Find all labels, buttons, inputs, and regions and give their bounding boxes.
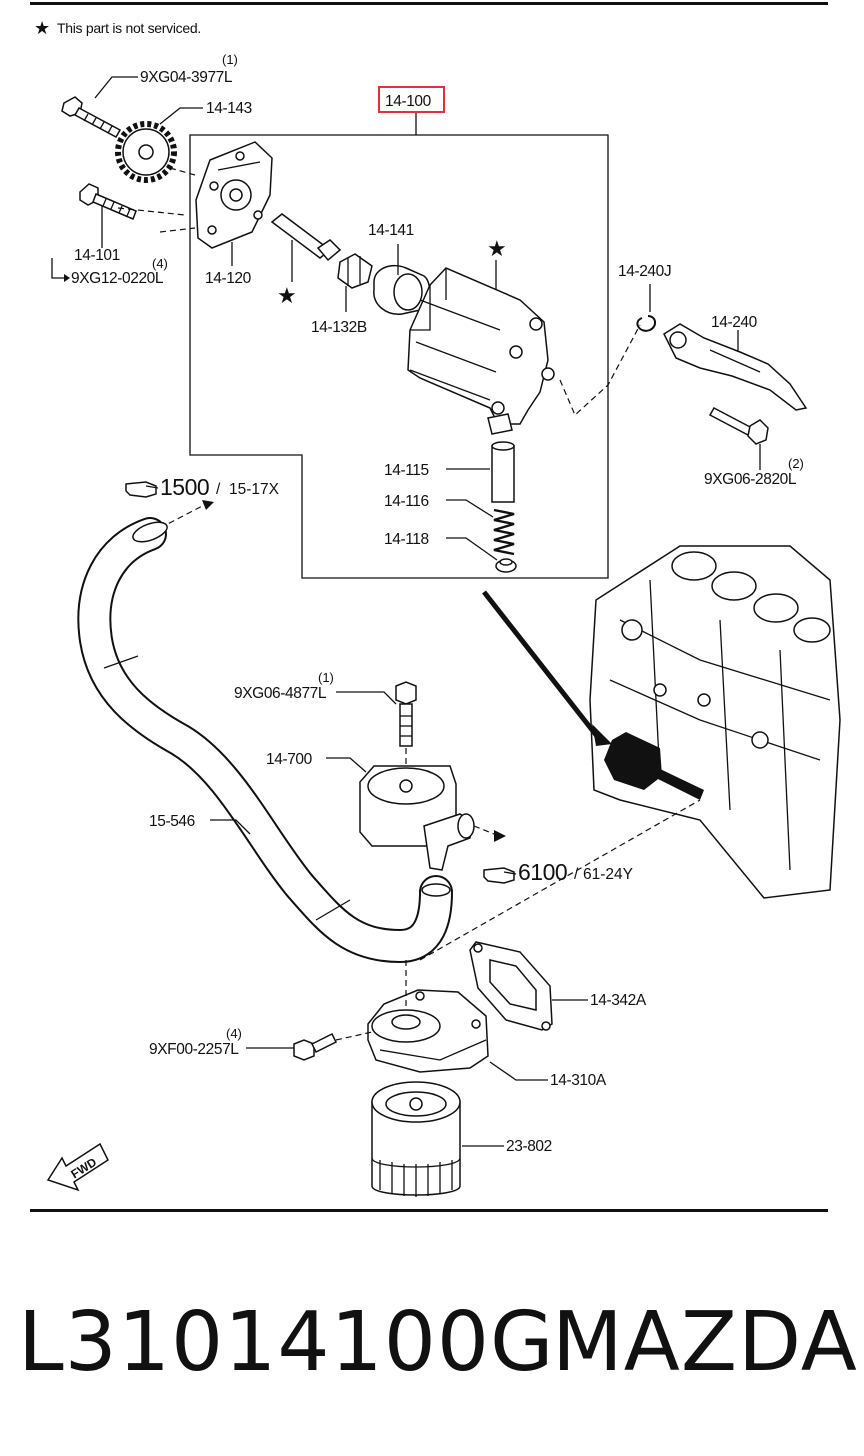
footer-part-number: L31014100G xyxy=(18,1295,555,1390)
ref-slash-6100: / xyxy=(574,866,579,883)
clip-14-240j-icon xyxy=(636,315,656,332)
oil-cooler-14-700-icon xyxy=(359,765,475,871)
ref-61-24y: 61-24Y xyxy=(583,866,633,883)
label-14-342a: 14-342A xyxy=(590,992,647,1009)
plunger-14-115-icon xyxy=(491,441,515,503)
label-14-118: 14-118 xyxy=(384,531,429,548)
hand-pointer-icon xyxy=(483,867,517,884)
qty-9xg12-0220l: (4) xyxy=(152,256,168,271)
star-icon: ★ xyxy=(34,18,50,38)
assembly-frame xyxy=(189,134,609,579)
oil-pump-body-icon xyxy=(407,267,555,435)
bolt-14-101-icon xyxy=(79,183,137,220)
sprocket-14-143-icon xyxy=(115,121,177,183)
star-icon: ★ xyxy=(277,283,297,308)
ref-1500: 1500 xyxy=(160,474,209,500)
hand-pointer-icon xyxy=(125,481,159,498)
label-14-132b: 14-132B xyxy=(311,319,367,336)
label-14-240j: 14-240J xyxy=(618,263,671,280)
oil-hose-15-546-icon xyxy=(77,517,453,964)
pump-shaft-icon xyxy=(270,213,342,262)
label-9xf00-2257l: 9XF00-2257L xyxy=(149,1041,239,1058)
spring-14-116-icon xyxy=(493,508,515,556)
label-23-802: 23-802 xyxy=(506,1138,552,1155)
filter-body-14-310a-icon xyxy=(367,989,489,1073)
label-14-120: 14-120 xyxy=(205,270,252,287)
top-rule xyxy=(30,2,828,5)
qty-9xg06-4877l: (1) xyxy=(318,670,334,685)
bolt-9xf00-2257l-icon xyxy=(293,1032,338,1061)
label-9xg06-4877l: 9XG06-4877L xyxy=(234,685,327,702)
label-15-546: 15-546 xyxy=(149,813,195,830)
bolt-9xg06-4877l-icon xyxy=(395,681,417,747)
bolt-9xg06-2820l-icon xyxy=(708,406,769,445)
label-9xg04-3977l: 9XG04-3977L xyxy=(140,69,233,86)
label-14-143: 14-143 xyxy=(206,100,252,117)
label-14-700: 14-700 xyxy=(266,751,313,768)
footer-brand: MAZDA xyxy=(552,1295,858,1390)
label-14-101: 14-101 xyxy=(74,247,120,264)
pump-cover-14-120-icon xyxy=(195,141,273,249)
label-14-116: 14-116 xyxy=(384,493,429,510)
star-icon: ★ xyxy=(487,236,507,261)
label-9xg12-0220l: 9XG12-0220L xyxy=(71,270,164,287)
outer-rotor-14-141-icon xyxy=(373,264,431,315)
rotor-14-132b-icon xyxy=(337,253,373,289)
label-14-240: 14-240 xyxy=(711,314,758,331)
highlight-box xyxy=(378,86,445,113)
bolt-9xg04-3977l-icon xyxy=(61,96,122,139)
label-14-141: 14-141 xyxy=(368,222,414,239)
not-serviced-note: This part is not serviced. xyxy=(57,20,201,36)
qty-9xg04-3977l: (1) xyxy=(222,52,238,67)
fwd-arrow-icon: FWD xyxy=(46,1142,109,1192)
oil-filter-23-802-icon xyxy=(371,1081,461,1197)
tensioner-arm-14-240-icon xyxy=(663,323,808,411)
engine-block-icon xyxy=(589,545,841,899)
bottom-rule xyxy=(30,1209,828,1212)
label-14-115: 14-115 xyxy=(384,462,429,479)
ref-slash-1500: / xyxy=(216,481,221,498)
gasket-14-342a-icon xyxy=(469,941,553,1031)
qty-9xf00-2257l: (4) xyxy=(226,1026,242,1041)
label-14-310a: 14-310A xyxy=(550,1072,607,1089)
ref-15-17x: 15-17X xyxy=(229,481,280,498)
label-14-100: 14-100 xyxy=(385,93,432,110)
ref-6100: 6100 xyxy=(518,859,567,885)
qty-9xg06-2820l: (2) xyxy=(788,456,804,471)
label-9xg06-2820l: 9XG06-2820L xyxy=(704,471,797,488)
plug-14-118-icon xyxy=(495,558,517,573)
